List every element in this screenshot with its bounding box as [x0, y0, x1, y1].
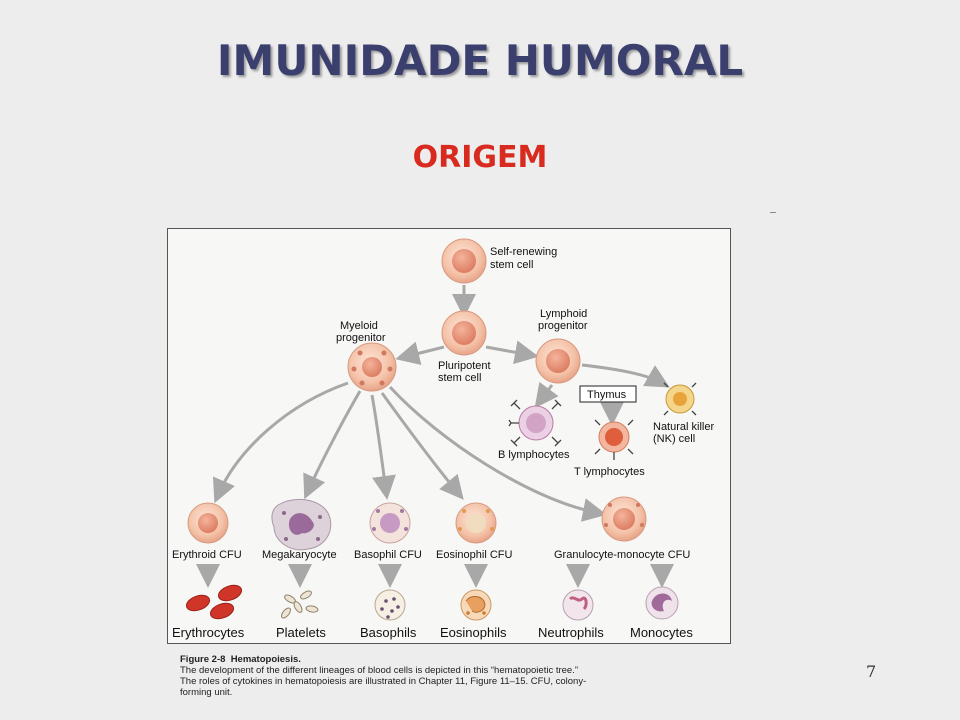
self-renewing-stem-cell [442, 239, 486, 283]
pluripotent-stem-cell [442, 311, 486, 355]
caption-line-2: The roles of cytokines in hematopoiesis … [180, 676, 720, 687]
hematopoiesis-diagram: Self-renewing stem cell Pluripotent stem… [168, 229, 730, 643]
arrow-to-eosinophil [382, 393, 458, 493]
divider-mark [770, 212, 776, 213]
erythroid-cfu-cell [188, 503, 228, 543]
myeloid-label-2: progenitor [336, 332, 386, 344]
basophils-cells [375, 590, 405, 620]
neutrophils-cells [563, 590, 593, 620]
platelets-label: Platelets [276, 625, 326, 640]
arrow-to-erythroid [218, 383, 348, 495]
pluripotent-label-2: stem cell [438, 372, 481, 384]
slide-subtitle: ORIGEM [0, 140, 960, 175]
caption-line-1: The development of the different lineage… [180, 665, 720, 676]
self-renewing-label-1: Self-renewing [490, 246, 557, 258]
monocytes-cells [646, 587, 678, 619]
b-lymphocytes-label: B lymphocytes [498, 449, 570, 461]
basophils-label: Basophils [360, 625, 417, 640]
megakaryocyte-label: Megakaryocyte [262, 549, 337, 561]
arrow-to-megakaryocyte [308, 391, 360, 491]
hematopoiesis-figure: Self-renewing stem cell Pluripotent stem… [167, 228, 731, 644]
neutrophils-label: Neutrophils [538, 625, 604, 640]
basophil-cfu-label: Basophil CFU [354, 549, 422, 561]
pluripotent-label-1: Pluripotent [438, 360, 491, 372]
page-number: 7 [866, 662, 876, 681]
arrow-to-basophil [372, 395, 386, 491]
b-lymphocyte-cell [509, 400, 561, 446]
figure-caption: Figure 2-8 Hematopoiesis. The developmen… [180, 654, 720, 698]
t-lymphocytes-label: T lymphocytes [574, 466, 645, 478]
granulocyte-monocyte-cfu-cell [602, 497, 646, 541]
basophil-cfu-cell [370, 503, 410, 543]
nk-label-1: Natural killer [653, 421, 714, 433]
monocytes-label: Monocytes [630, 625, 693, 640]
lymphoid-progenitor-cell [536, 339, 580, 383]
eosinophils-label: Eosinophils [440, 625, 507, 640]
caption-heading: Figure 2-8 Hematopoiesis. [180, 654, 720, 665]
caption-figure-title: Hematopoiesis. [231, 654, 301, 665]
eosinophils-cells [461, 590, 491, 620]
platelets-cells [280, 589, 319, 619]
arrow-to-lymphoid [486, 347, 530, 355]
eosinophil-cfu-cell [456, 503, 496, 543]
myeloid-label-1: Myeloid [340, 320, 378, 332]
self-renewing-label-2: stem cell [490, 259, 533, 271]
lymphoid-label-1: Lymphoid [540, 308, 587, 320]
lymphoid-label-2: progenitor [538, 320, 588, 332]
thymus-label: Thymus [587, 389, 627, 401]
caption-line-3: forming unit. [180, 687, 720, 698]
caption-figure-label: Figure 2-8 [180, 654, 225, 665]
t-lymphocyte-cell [595, 420, 633, 460]
erythrocytes-cells [184, 582, 243, 621]
myeloid-progenitor-cell [348, 343, 396, 391]
megakaryocyte-cell [272, 499, 331, 549]
eosinophil-cfu-label: Eosinophil CFU [436, 549, 512, 561]
nk-label-2: (NK) cell [653, 433, 695, 445]
erythrocytes-label: Erythrocytes [172, 625, 245, 640]
slide-title: IMUNIDADE HUMORAL [0, 36, 960, 85]
arrow-to-nk [582, 365, 662, 383]
gm-cfu-label: Granulocyte-monocyte CFU [554, 549, 690, 561]
arrow-to-myeloid [404, 347, 444, 357]
arrow-to-b [540, 385, 552, 401]
erythroid-cfu-label: Erythroid CFU [172, 549, 242, 561]
nk-cell [664, 383, 696, 415]
